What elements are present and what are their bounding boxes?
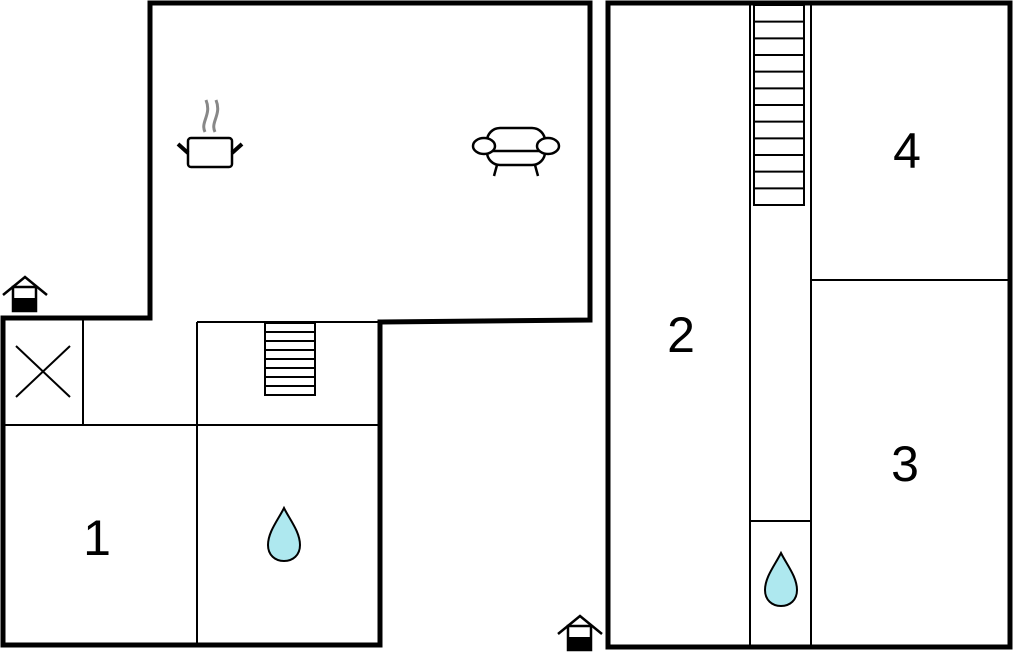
entrance-icon: [1, 275, 49, 313]
left-building: 1: [0, 0, 593, 648]
water-drop-icon: [764, 552, 798, 607]
room-label: 3: [891, 436, 919, 492]
kitchen-pot-icon: [176, 99, 244, 169]
sofa-icon: [471, 126, 561, 177]
entrance-icon: [556, 614, 604, 652]
stairs-icon: [753, 4, 805, 206]
void-x-icon: [15, 345, 71, 398]
stairs-icon: [264, 322, 316, 396]
room-label: 2: [667, 307, 695, 363]
room-label: 1: [83, 510, 111, 566]
right-building: 2 3 4: [605, 0, 1013, 650]
water-drop-icon: [267, 507, 301, 562]
room-label: 4: [893, 123, 921, 179]
